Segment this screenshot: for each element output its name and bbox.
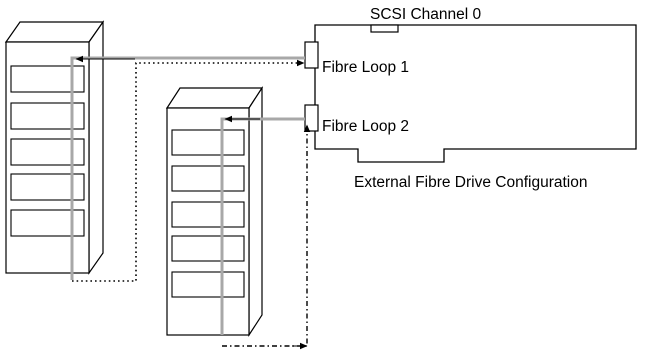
enclosure-2-drive-bay (171, 129, 245, 156)
fibre-loop-1-label: Fibre Loop 1 (322, 59, 409, 76)
drive-enclosure-2 (165, 85, 264, 338)
controller-card-outline (314, 24, 637, 163)
scsi-channel-label: SCSI Channel 0 (370, 6, 482, 23)
enclosure-2-drive-bay (171, 271, 245, 298)
loop-2-solid-cable (220, 117, 305, 335)
fibre-port-1 (304, 41, 319, 69)
enclosure-1-top (4, 21, 105, 43)
enclosure-2-drive-bay (171, 201, 245, 228)
drive-enclosure-1 (4, 20, 105, 275)
diagram-caption: External Fibre Drive Configuration (354, 174, 587, 191)
enclosure-2-drive-bay (171, 165, 245, 192)
enclosure-2-top (165, 87, 264, 109)
enclosure-1-side (88, 20, 104, 275)
loop-1-solid-cable (70, 56, 305, 280)
enclosure-2-drive-bay (171, 235, 245, 262)
scsi-connector (370, 24, 399, 33)
fibre-loop-2-cabling (220, 115, 311, 350)
controller-card (304, 24, 637, 163)
enclosure-2-side (248, 85, 263, 338)
loop-2-dashed-cable (222, 124, 311, 347)
fibre-loop-2-label: Fibre Loop 2 (322, 118, 409, 135)
fibre-loop-1-cabling (70, 55, 305, 282)
